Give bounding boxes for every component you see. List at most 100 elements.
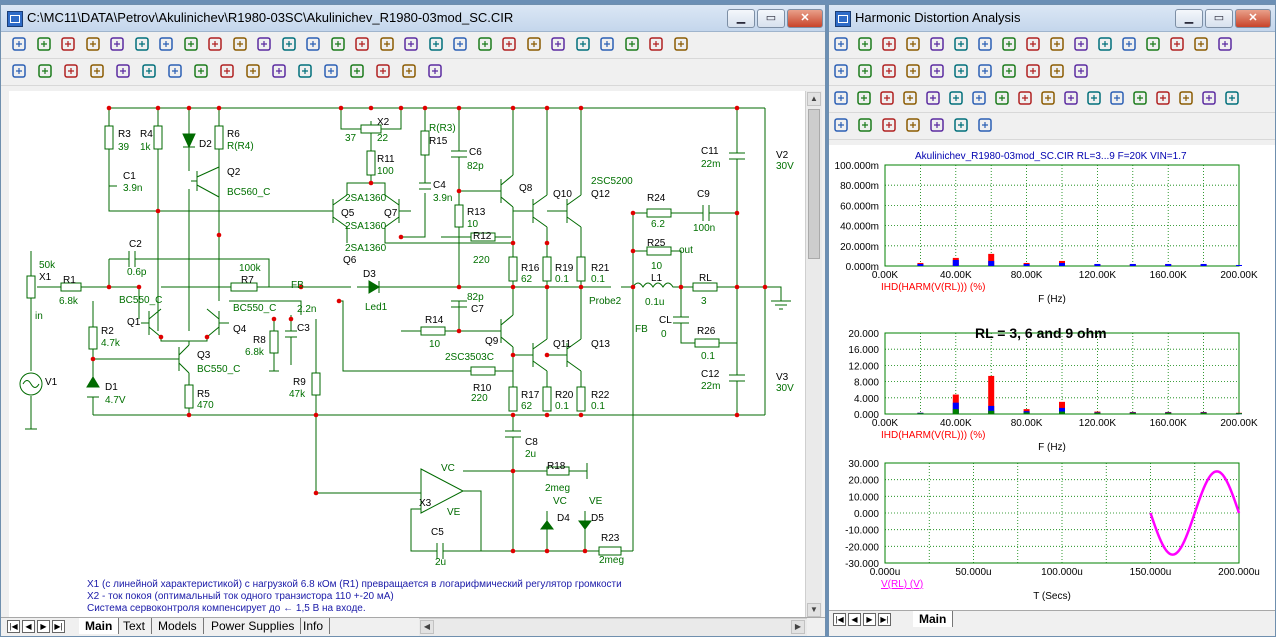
tab-models[interactable]: Models [152, 618, 204, 634]
copy-page-icon[interactable] [648, 36, 664, 52]
zoom-fit-icon[interactable] [349, 63, 365, 79]
scroll-left-arrow[interactable]: ◀ [420, 620, 434, 634]
zoom-d-icon[interactable] [1049, 63, 1065, 79]
cursor-a-icon[interactable] [833, 90, 849, 106]
minimize-button[interactable]: ▁ [1175, 9, 1203, 28]
tab-main[interactable]: Main [913, 611, 954, 627]
group-icon[interactable] [953, 117, 969, 133]
grid-1-icon[interactable] [833, 63, 849, 79]
scroll-thumb[interactable] [808, 109, 820, 259]
zoom-out-icon[interactable] [857, 117, 873, 133]
props-icon[interactable] [1073, 63, 1089, 79]
tab-last-arrow[interactable]: ▶| [52, 620, 65, 633]
scale-2-icon[interactable] [905, 36, 921, 52]
zoom-b-icon[interactable] [1001, 63, 1017, 79]
properties-icon[interactable] [673, 36, 689, 52]
cursor-b-icon[interactable] [856, 90, 872, 106]
wire-icon[interactable] [36, 36, 52, 52]
component-icon[interactable] [158, 36, 174, 52]
node-numbers-icon[interactable] [354, 36, 370, 52]
cursor-f-icon[interactable] [948, 90, 964, 106]
cursor-mode-icon[interactable] [1145, 36, 1161, 52]
zoom-fit-icon[interactable] [881, 117, 897, 133]
maximize-button[interactable]: ▭ [757, 9, 785, 28]
ungroup-icon[interactable] [977, 117, 993, 133]
zoom-out-icon[interactable] [323, 63, 339, 79]
find-icon[interactable] [452, 36, 468, 52]
cursor-mode-2-icon[interactable] [1169, 36, 1185, 52]
tab-next-arrow[interactable]: ▶ [863, 613, 876, 626]
cursor-m-icon[interactable] [1109, 90, 1125, 106]
page-icon[interactable] [624, 36, 640, 52]
copy-icon[interactable] [1217, 36, 1233, 52]
dropdown-icon[interactable] [1132, 90, 1148, 106]
minimize-button[interactable]: ▁ [727, 9, 755, 28]
maximize-button[interactable]: ▭ [1205, 9, 1233, 28]
flip-icon[interactable] [89, 63, 105, 79]
scale-icon[interactable] [881, 36, 897, 52]
pin-icon[interactable] [379, 36, 395, 52]
pointer-icon[interactable] [11, 36, 27, 52]
pan-icon[interactable] [375, 63, 391, 79]
ground-icon[interactable] [477, 36, 493, 52]
box-icon[interactable] [1193, 36, 1209, 52]
close-button[interactable]: ✕ [787, 9, 823, 28]
grid-4-icon[interactable] [905, 63, 921, 79]
grid-2-icon[interactable] [857, 63, 873, 79]
cursor-icon[interactable] [833, 36, 849, 52]
font-icon[interactable] [427, 63, 443, 79]
grid-3-icon[interactable] [881, 63, 897, 79]
tab-last-arrow[interactable]: ▶| [878, 613, 891, 626]
rotate-icon[interactable] [63, 63, 79, 79]
schematic-vertical-scrollbar[interactable]: ▲ ▼ [805, 91, 822, 619]
cursor-i-icon[interactable] [1017, 90, 1033, 106]
dropdown-icon[interactable] [183, 36, 199, 52]
split-icon[interactable] [1224, 90, 1240, 106]
tab-main[interactable]: Main [79, 618, 120, 634]
mirror-icon[interactable] [115, 63, 131, 79]
help-icon[interactable] [256, 36, 272, 52]
info-icon[interactable] [232, 36, 248, 52]
rubber-band-icon[interactable] [550, 36, 566, 52]
stop-icon[interactable] [193, 63, 209, 79]
tile-icon[interactable] [401, 63, 417, 79]
edit-plot-icon[interactable] [953, 36, 969, 52]
cursor-e-icon[interactable] [925, 90, 941, 106]
tab-prev-arrow[interactable]: ◀ [22, 620, 35, 633]
zoom-a-icon[interactable] [977, 63, 993, 79]
close-button[interactable]: ✕ [1235, 9, 1271, 28]
zoom-c-icon[interactable] [1025, 63, 1041, 79]
ungroup-icon[interactable] [271, 63, 287, 79]
grid-toggle-icon[interactable] [599, 36, 615, 52]
zoom-in-icon[interactable] [297, 63, 313, 79]
run-icon[interactable] [1049, 36, 1065, 52]
model-icon[interactable] [403, 36, 419, 52]
bus-icon[interactable] [134, 36, 150, 52]
grid-icon[interactable] [305, 36, 321, 52]
tab-horizontal-scrollbar[interactable]: ◀ ▶ [419, 618, 807, 636]
group-icon[interactable] [245, 63, 261, 79]
box-icon[interactable] [37, 63, 53, 79]
probe-icon[interactable] [281, 36, 297, 52]
tab-first-arrow[interactable]: |◀ [7, 620, 20, 633]
hline-icon[interactable] [929, 63, 945, 79]
stop-icon[interactable] [1097, 36, 1113, 52]
layout-icon[interactable] [905, 117, 921, 133]
tab-next-arrow[interactable]: ▶ [37, 620, 50, 633]
harmonic-title-bar[interactable]: Harmonic Distortion Analysis ▁ ▭ ✕ [829, 5, 1275, 32]
cursor-d-icon[interactable] [902, 90, 918, 106]
cursor-l-icon[interactable] [1086, 90, 1102, 106]
font-icon[interactable] [929, 117, 945, 133]
calc-icon[interactable] [1178, 90, 1194, 106]
tab-info[interactable]: Info [297, 618, 331, 634]
properties-icon[interactable] [1025, 36, 1041, 52]
step-icon[interactable] [1073, 36, 1089, 52]
check-icon[interactable] [526, 36, 542, 52]
cursor-j-icon[interactable] [1040, 90, 1056, 106]
text-icon[interactable] [1001, 36, 1017, 52]
tab-text[interactable]: Text [117, 618, 153, 634]
cursor-c-icon[interactable] [879, 90, 895, 106]
attribute-icon[interactable] [330, 36, 346, 52]
